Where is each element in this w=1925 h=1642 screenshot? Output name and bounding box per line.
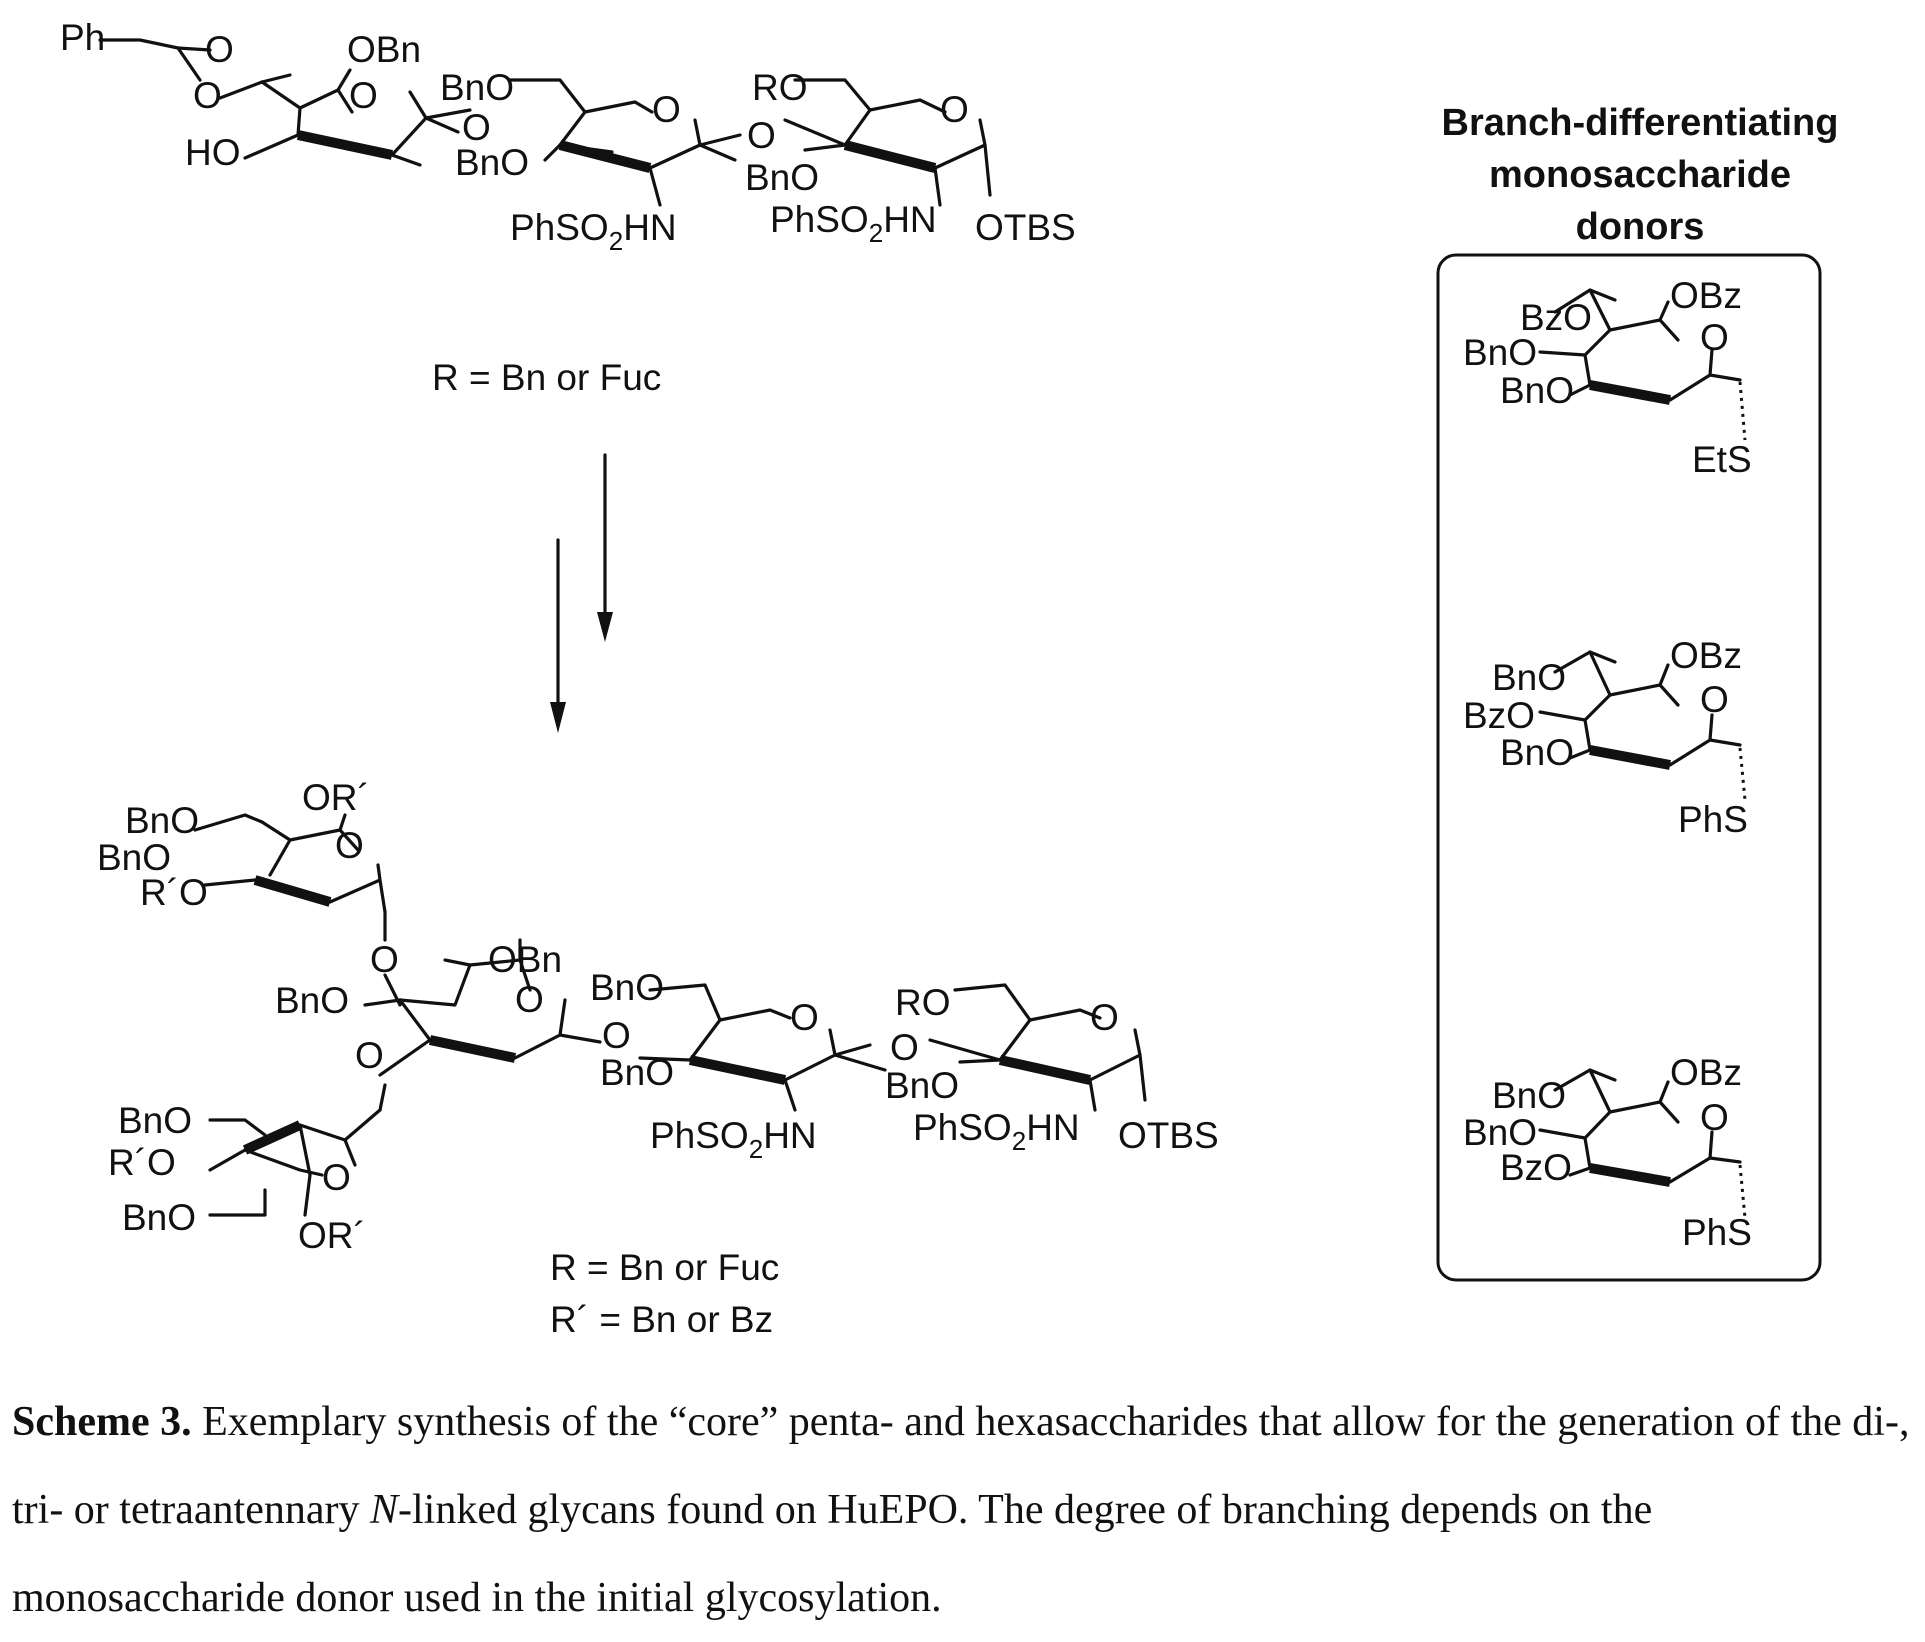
- r-prime-o-label: R´O: [140, 872, 208, 913]
- ph-label: Ph: [60, 17, 105, 58]
- acetal-oxygen-label: O: [193, 75, 222, 116]
- donors-title-line: monosaccharide: [1489, 154, 1791, 196]
- arrow-head: [597, 612, 613, 642]
- phso2hn-label: PhSO2HN: [770, 199, 937, 248]
- obz-label: OBz: [1670, 1052, 1742, 1093]
- r-definition-top: R = Bn or Fuc: [432, 357, 661, 398]
- ring-oxygen-label: O: [940, 89, 969, 130]
- donors-panel: Branch-differentiating monosaccharide do…: [1438, 102, 1838, 1280]
- bno-label: BnO: [1492, 657, 1566, 698]
- glycosidic-oxygen-label: O: [602, 1015, 631, 1056]
- ring-oxygen-label: O: [515, 979, 544, 1020]
- donor-structure: BnO BzO BnO OBz O PhS: [1463, 635, 1748, 840]
- donors-title-line: Branch-differentiating: [1442, 102, 1839, 144]
- reaction-arrows: [550, 455, 613, 733]
- ring-oxygen-label: O: [790, 997, 819, 1038]
- phso2hn-label: PhSO2HN: [913, 1107, 1080, 1156]
- bno-label: BnO: [590, 967, 664, 1008]
- bno-label: BnO: [118, 1100, 192, 1141]
- ring-oxygen-label: O: [1090, 997, 1119, 1038]
- phs-label: PhS: [1682, 1212, 1752, 1253]
- ring-oxygen-label: O: [1700, 679, 1729, 720]
- ro-label: RO: [752, 67, 808, 108]
- glycosidic-oxygen-label: O: [890, 1027, 919, 1068]
- bno-label: BnO: [1492, 1075, 1566, 1116]
- bno-label: BnO: [122, 1197, 196, 1238]
- bno-label: BnO: [1500, 370, 1574, 411]
- bno-label: BnO: [440, 67, 514, 108]
- ring-oxygen-label: O: [1700, 317, 1729, 358]
- bno-label: BnO: [1463, 332, 1537, 373]
- ro-label: RO: [895, 982, 951, 1023]
- acetal-oxygen-label: O: [205, 29, 234, 70]
- or-prime-label: OR´: [298, 1215, 366, 1256]
- bno-label: BnO: [125, 800, 199, 841]
- glycosidic-oxygen-label: O: [355, 1035, 384, 1076]
- otbs-label: OTBS: [975, 207, 1076, 248]
- bzo-label: BzO: [1463, 695, 1535, 736]
- glycosidic-oxygen-label: O: [747, 115, 776, 156]
- obn-label: OBn: [347, 29, 421, 70]
- phs-label: PhS: [1678, 799, 1748, 840]
- bno-label: BnO: [745, 157, 819, 198]
- obn-label: OBn: [488, 939, 562, 980]
- ho-label: HO: [185, 132, 241, 173]
- donors-title-line: donors: [1576, 206, 1705, 248]
- donor-structure: BzO BnO BnO OBz O EtS: [1463, 275, 1752, 480]
- bno-label: BnO: [885, 1065, 959, 1106]
- otbs-label: OTBS: [1118, 1115, 1219, 1156]
- bno-label: BnO: [1500, 732, 1574, 773]
- ring-oxygen-label: O: [322, 1157, 351, 1198]
- scheme-caption: Scheme 3. Exemplary synthesis of the “co…: [12, 1378, 1912, 1642]
- bottom-pentasaccharide-structure: BnO BnO R´O OR´ O O OBn BnO O O O BnO O …: [97, 777, 1219, 1256]
- bno-label: BnO: [455, 142, 529, 183]
- phso2hn-label: PhSO2HN: [650, 1115, 817, 1164]
- bzo-label: BzO: [1500, 1147, 1572, 1188]
- ring-oxygen-label: O: [335, 825, 364, 866]
- caption-italic-n: N: [370, 1487, 398, 1533]
- donor-structure: BnO BnO BzO OBz O PhS: [1463, 1052, 1752, 1253]
- ring-oxygen-label: O: [349, 75, 378, 116]
- bno-label: BnO: [275, 980, 349, 1021]
- ring-oxygen-label: O: [1700, 1097, 1729, 1138]
- or-prime-label: OR´: [302, 777, 370, 818]
- bno-label: BnO: [600, 1052, 674, 1093]
- r-definition-bottom: R = Bn or Fuc: [550, 1247, 779, 1288]
- glycosidic-oxygen-label: O: [370, 939, 399, 980]
- obz-label: OBz: [1670, 635, 1742, 676]
- top-trisaccharide-structure: Ph O O OBn O HO BnO O O BnO PhSO2HN RO O…: [60, 17, 1076, 256]
- r-prime-o-label: R´O: [108, 1142, 176, 1183]
- caption-label: Scheme 3.: [12, 1399, 192, 1445]
- phso2hn-label: PhSO2HN: [510, 207, 677, 256]
- r-prime-definition: R´ = Bn or Bz: [550, 1299, 773, 1340]
- ring-oxygen-label: O: [652, 89, 681, 130]
- ets-label: EtS: [1692, 439, 1752, 480]
- obz-label: OBz: [1670, 275, 1742, 316]
- arrow-head: [550, 702, 566, 733]
